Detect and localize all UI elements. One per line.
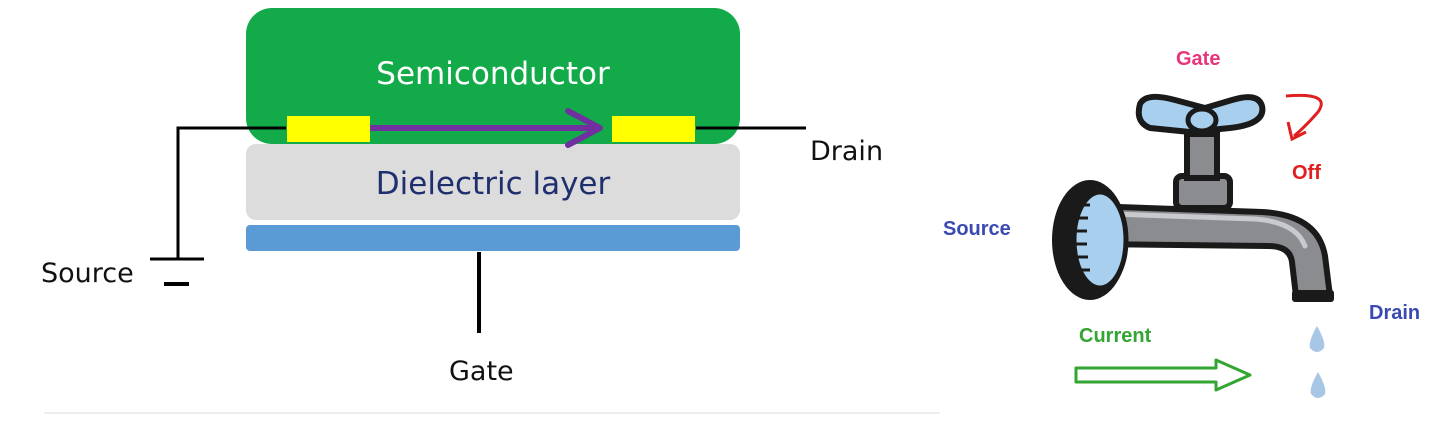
gate-label: Gate [449, 356, 514, 387]
faucet-gate-label: Gate [1176, 48, 1221, 70]
faucet-source-label: Source [943, 218, 1011, 240]
channel-arrow-head [565, 108, 603, 148]
off-arrow-head [1286, 121, 1307, 142]
spout-highlight [1109, 211, 1308, 249]
faucet-current-label: Current [1079, 325, 1152, 347]
gate-electrode [246, 225, 740, 251]
water-drop [1310, 372, 1326, 398]
source-contact [287, 116, 370, 142]
off-arrow-curve [1285, 93, 1323, 138]
dielectric-label: Dielectric layer [375, 166, 611, 202]
dielectric-layer [246, 144, 740, 220]
faucet-drain-label: Drain [1369, 302, 1421, 324]
source-wire [176, 126, 286, 258]
faucet-off-label: Off [1292, 162, 1321, 184]
spout-tip [1292, 290, 1334, 302]
handle-cap [1185, 106, 1219, 134]
wall-flange-ring [1071, 189, 1129, 291]
drain-contact [612, 116, 695, 142]
current-arrow [1074, 358, 1252, 392]
flange-ribs [1074, 203, 1090, 272]
water-drop [1309, 326, 1325, 352]
semiconductor-label: Semiconductor [376, 56, 610, 92]
drain-label: Drain [810, 136, 884, 167]
source-label: Source [41, 258, 134, 289]
divider [44, 412, 940, 414]
valve-stem [1184, 131, 1220, 181]
